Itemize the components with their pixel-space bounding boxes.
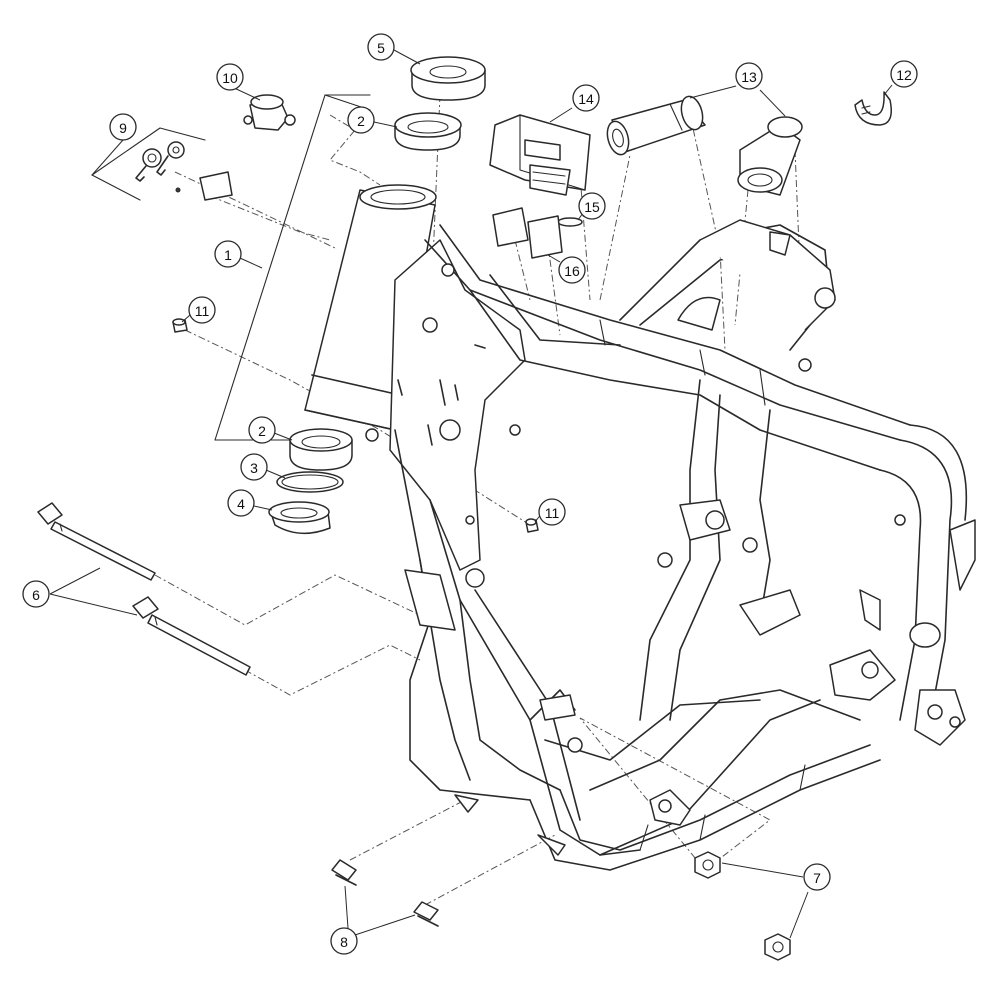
- svg-text:1: 1: [224, 247, 232, 263]
- part-10-clamp: [243, 94, 296, 131]
- svg-text:11: 11: [545, 505, 560, 521]
- part-2-upper-bearing: [394, 112, 462, 151]
- part-11-screw-lower: [525, 518, 539, 533]
- callout-5: 5: [367, 33, 395, 61]
- callout-8: 8: [330, 927, 358, 955]
- callout-11-upper: 11: [188, 296, 216, 324]
- callout-12: 12: [890, 60, 918, 88]
- callout-15: 15: [578, 192, 606, 220]
- part-8-clip-upper: [331, 859, 357, 886]
- part-7-nut-lower: [764, 933, 791, 961]
- callout-11-lower: 11: [538, 498, 566, 526]
- callout-9: 9: [109, 113, 137, 141]
- callout-14: 14: [572, 84, 600, 112]
- part-4-seal: [268, 501, 331, 534]
- part-14-control-module: [489, 114, 591, 196]
- svg-text:2: 2: [357, 113, 365, 129]
- part-7-nut-upper: [694, 851, 721, 879]
- svg-text:5: 5: [377, 40, 385, 56]
- svg-text:4: 4: [237, 496, 245, 512]
- part-5-dust-seal: [410, 56, 486, 101]
- svg-text:10: 10: [222, 70, 238, 86]
- part-11-screw-upper: [172, 318, 188, 333]
- callout-4: 4: [227, 489, 255, 517]
- svg-text:2: 2: [258, 423, 266, 439]
- callout-7: 7: [803, 863, 831, 891]
- part-3-ring: [276, 471, 344, 493]
- part-16-pads: [492, 207, 563, 259]
- svg-text:13: 13: [741, 69, 757, 85]
- svg-text:12: 12: [896, 67, 912, 83]
- svg-text:7: 7: [813, 870, 821, 886]
- part-12-hose-clamp: [854, 91, 892, 126]
- callout-2-upper: 2: [347, 106, 375, 134]
- leader-lines: [49, 49, 893, 939]
- callout-3: 3: [240, 453, 268, 481]
- callout-13: 13: [735, 62, 763, 90]
- callout-6: 6: [22, 580, 50, 608]
- svg-text:9: 9: [119, 120, 127, 136]
- svg-text:6: 6: [32, 587, 40, 603]
- svg-text:15: 15: [584, 199, 600, 215]
- svg-text:14: 14: [578, 91, 594, 107]
- callout-2-lower: 2: [248, 416, 276, 444]
- callout-16: 16: [558, 256, 586, 284]
- part-6-engine-bolt-upper: [37, 502, 156, 581]
- svg-text:11: 11: [195, 303, 210, 319]
- svg-text:8: 8: [340, 934, 348, 950]
- part-13-bushing-right: [737, 116, 803, 196]
- part-2-lower-bearing: [289, 428, 353, 471]
- part-13-bushing-left: [606, 95, 706, 156]
- callout-1: 1: [214, 240, 242, 268]
- motorcycle-frame: [304, 184, 976, 871]
- part-8-clip-lower: [413, 901, 439, 927]
- callout-10: 10: [216, 63, 244, 91]
- part-6-engine-bolt-lower: [132, 596, 251, 676]
- svg-text:3: 3: [250, 460, 258, 476]
- part-9-key-set: [91, 127, 233, 201]
- svg-text:16: 16: [564, 263, 580, 279]
